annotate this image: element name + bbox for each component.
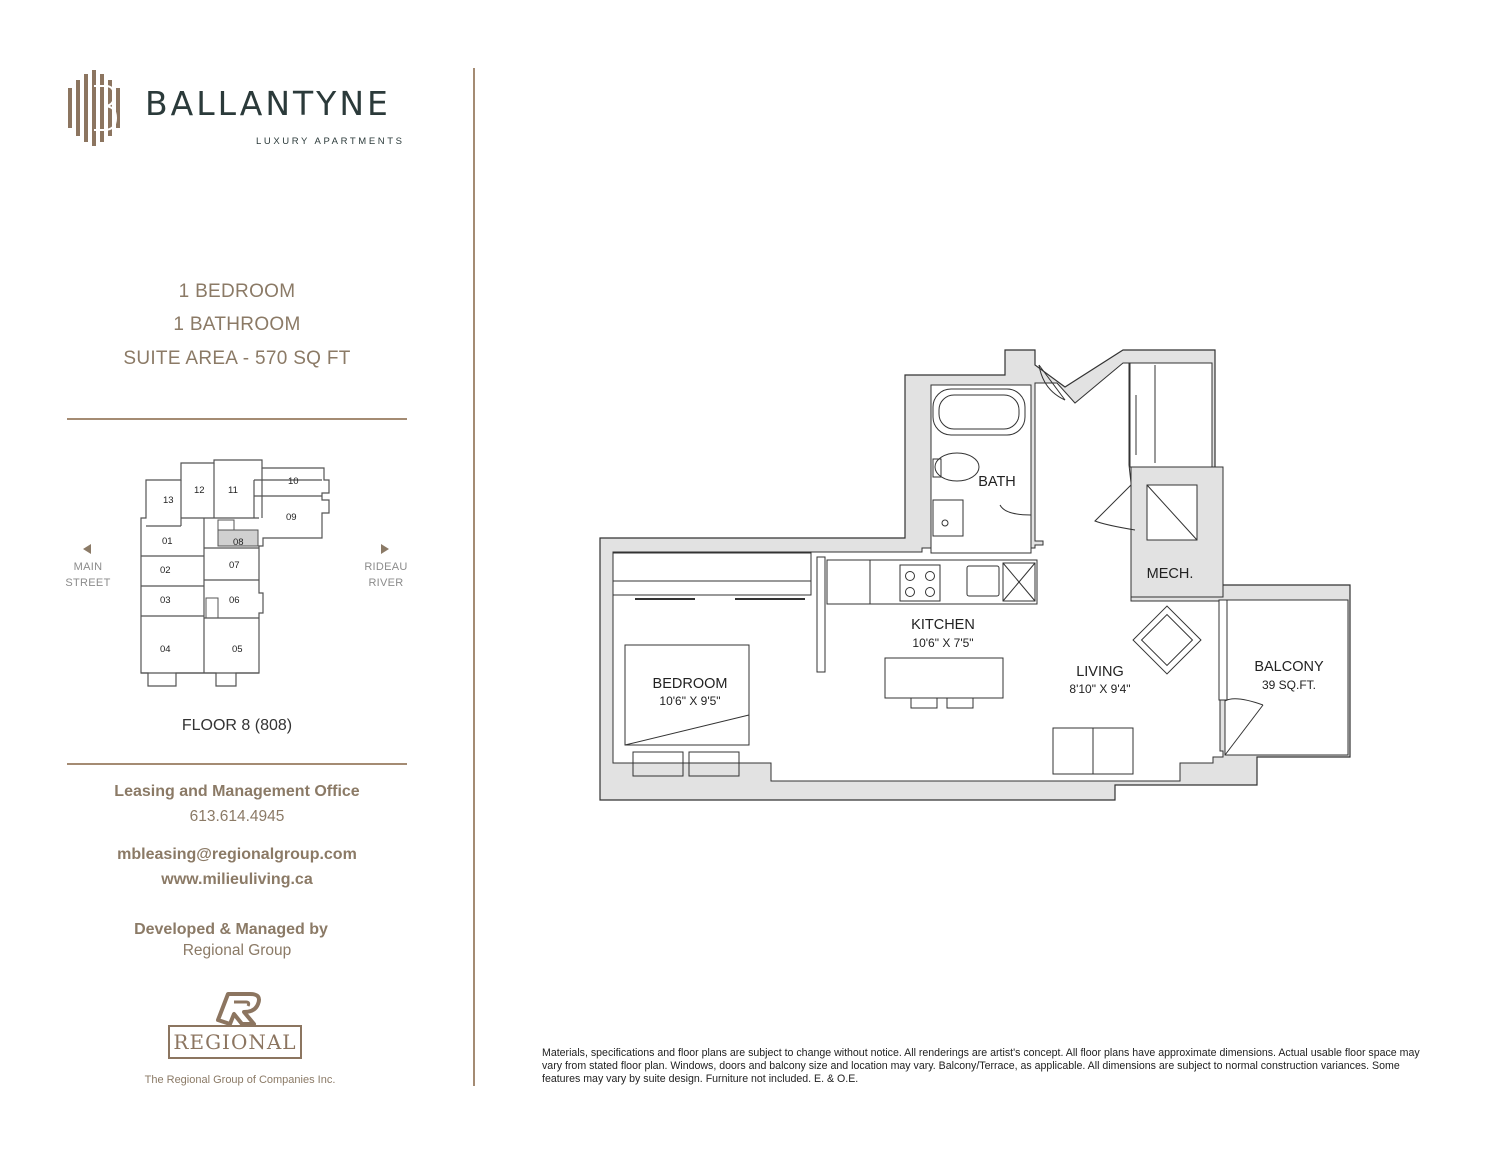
unit-08: 08 <box>233 537 244 548</box>
unit-02: 02 <box>160 565 171 576</box>
office-email[interactable]: mbleasing@regionalgroup.com <box>117 846 357 863</box>
developer-name: Regional Group <box>182 942 292 959</box>
floor-label: FLOOR 8 (808) <box>181 717 293 734</box>
unit-04: 04 <box>160 644 171 655</box>
room-living-dim: 8'10" X 9'4" <box>1069 682 1131 696</box>
room-living: LIVING <box>1076 664 1124 680</box>
regional-wordmark: REGIONAL <box>173 1030 297 1054</box>
unit-06: 06 <box>229 595 240 606</box>
arrow-right-icon <box>381 544 389 554</box>
divider-bottom <box>67 763 407 765</box>
floor-plan <box>599 349 1351 801</box>
room-balcony: BALCONY <box>1254 659 1324 675</box>
regional-company-name: The Regional Group of Companies Inc. <box>144 1074 336 1086</box>
room-mech: MECH. <box>1146 566 1194 582</box>
arrow-left-icon <box>83 544 91 554</box>
brand-tagline: LUXURY APARTMENTS <box>256 136 405 147</box>
office-website[interactable]: www.milieuliving.ca <box>161 871 313 888</box>
room-balcony-area: 39 SQ.FT. <box>1261 678 1317 692</box>
disclaimer-text: Materials, specifications and floor plan… <box>542 1047 1420 1085</box>
unit-12: 12 <box>194 485 205 496</box>
ballantyne-logo-icon <box>68 70 120 146</box>
unit-11: 11 <box>228 485 238 496</box>
office-phone[interactable]: 613.614.4945 <box>189 808 285 825</box>
brand-name: BALLANTYNE <box>145 84 391 123</box>
unit-01: 01 <box>162 536 173 547</box>
room-kitchen-dim: 10'6" X 7'5" <box>912 636 974 650</box>
unit-05: 05 <box>232 644 243 655</box>
developer-title: Developed & Managed by <box>134 921 328 938</box>
room-kitchen: KITCHEN <box>911 617 975 633</box>
room-bath: BATH <box>978 474 1016 490</box>
room-bedroom: BEDROOM <box>652 676 728 692</box>
room-bedroom-dim: 10'6" X 9'5" <box>659 694 721 708</box>
main-street-label: MAIN STREET <box>65 561 111 589</box>
suite-bedrooms: 1 BEDROOM <box>178 281 296 302</box>
unit-13: 13 <box>163 495 174 506</box>
regional-r-icon <box>216 992 261 1026</box>
suite-area: SUITE AREA - 570 SQ FT <box>123 348 351 369</box>
rideau-river-label: RIDEAU RIVER <box>364 561 408 589</box>
unit-10: 10 <box>288 476 299 487</box>
office-title: Leasing and Management Office <box>114 783 360 800</box>
vertical-divider <box>473 68 475 1086</box>
key-plan: 13 12 11 10 09 01 08 02 07 03 06 04 05 <box>140 459 330 687</box>
regional-wordmark-box <box>168 1025 302 1059</box>
suite-bathrooms: 1 BATHROOM <box>173 314 301 335</box>
unit-09: 09 <box>286 512 297 523</box>
divider-top <box>67 418 407 420</box>
unit-03: 03 <box>160 595 171 606</box>
unit-07: 07 <box>229 560 240 571</box>
